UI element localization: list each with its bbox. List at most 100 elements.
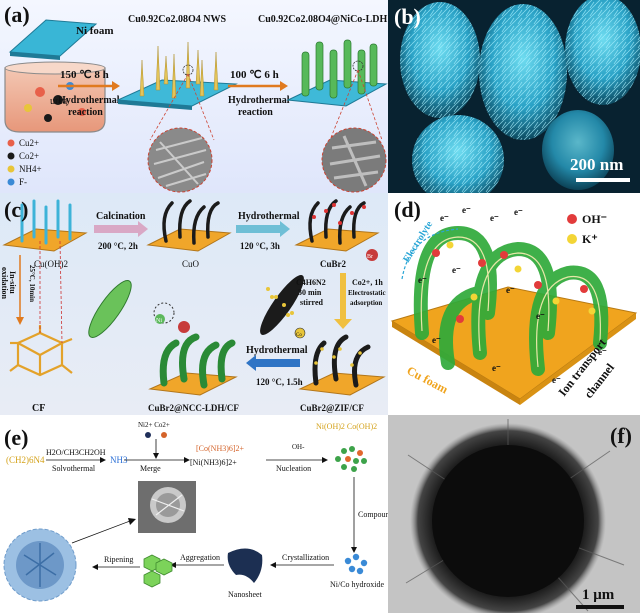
stirred-label-1: 30 min [298,288,322,297]
panel-e: (CH2)6N4 H2O/CH3CH2OH Solvothermal NH3 N… [0,415,388,613]
nico-hydroxide: Ni/Co hydroxide [330,580,384,589]
solvothermal: Solvothermal [52,464,96,473]
panel-b-label: (b) [394,4,421,29]
electron-marker: e⁻ [492,363,501,373]
scale-label-f: 1 μm [582,587,615,603]
panel-f: 1 μm (f) [388,415,640,613]
step1-name-1: Hydrothermal [58,95,120,106]
legend-co: Co2+ [19,151,39,161]
c4h6n2-label: C4H6N2 [296,278,326,287]
br-ion [366,249,378,261]
electron-marker: e⁻ [552,375,561,385]
ncc-ldh-structure [88,280,238,396]
rt-label: 25°C, 10min [28,265,36,302]
br-ion-label: Br [367,254,373,260]
electron-marker: e⁻ [514,207,523,217]
sem-inset-ldh [321,69,387,193]
panel-f-label: (f) [610,423,632,448]
compound: Compound [358,510,388,519]
ncc-label: CuBr2@NCC-LDH/CF [148,403,239,413]
hydrothermal1-label: Hydrothermal [238,211,300,222]
co-adsorption-1: Co2+, 1h [352,278,383,287]
crystallization: Crystallization [282,553,329,562]
co-adsorption-2: Electrostatic [348,289,386,297]
legend-nh4: NH4+ [19,164,42,174]
arrow-hydrothermal1 [236,221,290,237]
urea-label: urea [50,96,68,107]
ion-legend: Cu2+ Co2+ NH4+ F- [7,138,42,187]
cuoh2-label: Cu(OH)2 [34,259,68,269]
ldh-arches [413,225,609,376]
electron-marker: e⁻ [418,275,427,285]
panel-b: 200 nm (b) [388,0,640,193]
step1-condition: 150 ℃ 8 h [60,69,109,81]
aggregate-hexagons [143,554,173,588]
insitu-label-1: In-situ [8,271,17,294]
solvent: H2O/CH3CH2OH [46,448,106,457]
electron-marker: e⁻ [432,335,441,345]
panel-c-label: (c) [4,197,28,222]
insitu-label-2: oxidation [0,267,9,300]
nanowire-clusters [400,0,640,193]
electron-marker: e⁻ [536,311,545,321]
electron-marker: e⁻ [462,205,471,215]
step2-condition: 100 ℃ 6 h [230,69,279,81]
sem-inset-nws [147,73,215,193]
oh-legend: OH⁻ [582,212,607,226]
ni-foam-sheet [8,19,98,60]
nws-title: Cu0.92Co2.08O4 NWS [128,14,227,25]
electron-marker: e⁻ [452,265,461,275]
cubr2-label: CuBr2 [320,259,347,269]
legend-f: F- [19,177,27,187]
k-legend: K⁺ [582,232,598,246]
panel-c: Cu(OH)2 Calcination 200 °C, 2h CuO Hydro… [0,193,388,415]
hydrothermal2-cond: 120 °C, 1.5h [256,377,303,387]
step2-name-2: reaction [238,107,273,118]
panel-d-label: (d) [394,197,421,222]
panel-a: Ni foam urea Cu2+ Co2+ NH4+ F- 150 ℃ 8 h… [0,0,388,193]
zif-label: CuBr2@ZIF/CF [300,403,364,413]
electron-labels: e⁻e⁻ e⁻e⁻ e⁻e⁻ e⁻e⁻ e⁻e⁻ e⁻e⁻ [418,205,607,385]
ni-co-ions: Ni2+ Co2+ [138,421,170,429]
reactant: (CH2)6N4 [6,455,45,465]
arrow-zif [334,273,352,329]
substrate-cuoh2 [2,199,88,252]
ni-complex: [Ni(NH3)6]2+ [190,458,237,467]
co-complex: [Co(NH3)6]2+ [196,444,245,453]
ldh-substrate [286,39,388,107]
ni-foam-label: Ni foam [76,25,114,37]
zif-structure [260,275,386,396]
oh-ion: OH- [292,443,305,451]
arrow-hydrothermal2 [246,355,300,371]
nanosheet: Nanosheet [228,590,263,599]
panel-d: e⁻e⁻ e⁻e⁻ e⁻e⁻ e⁻e⁻ e⁻e⁻ e⁻e⁻ Electrolyt… [388,193,640,415]
step1-name-2: reaction [68,107,103,118]
electron-marker: e⁻ [440,213,449,223]
nucleation: Nucleation [276,464,311,473]
panel-e-label: (e) [4,425,28,450]
legend-cu: Cu2+ [19,138,39,148]
microsphere [3,528,77,602]
nh3: NH3 [110,455,128,465]
electron-marker: e⁻ [506,285,515,295]
aggregation: Aggregation [180,553,220,562]
co-ion-label: Co [296,333,302,338]
ldh-title: Cu0.92Co2.08O4@NiCo-LDH [258,14,388,25]
electron-marker: e⁻ [598,347,607,357]
scale-bar-f [576,605,624,609]
co-adsorption-3: adsorption [350,299,382,307]
beaker [4,61,106,133]
ni-ion-label: Ni [156,318,162,324]
calcination-cond: 200 °C, 2h [98,241,138,251]
sem-inset-flower [138,481,196,533]
tem-particle [432,445,584,597]
calcination-label: Calcination [96,211,146,222]
hydroxide-cluster [344,553,368,575]
merge: Merge [140,464,161,473]
arrow-calcination [94,221,148,237]
k-legend-dot [567,234,577,244]
stirred-label-2: stirred [300,298,324,307]
nanosheet-shape [227,548,263,583]
panel-a-label: (a) [4,2,30,27]
